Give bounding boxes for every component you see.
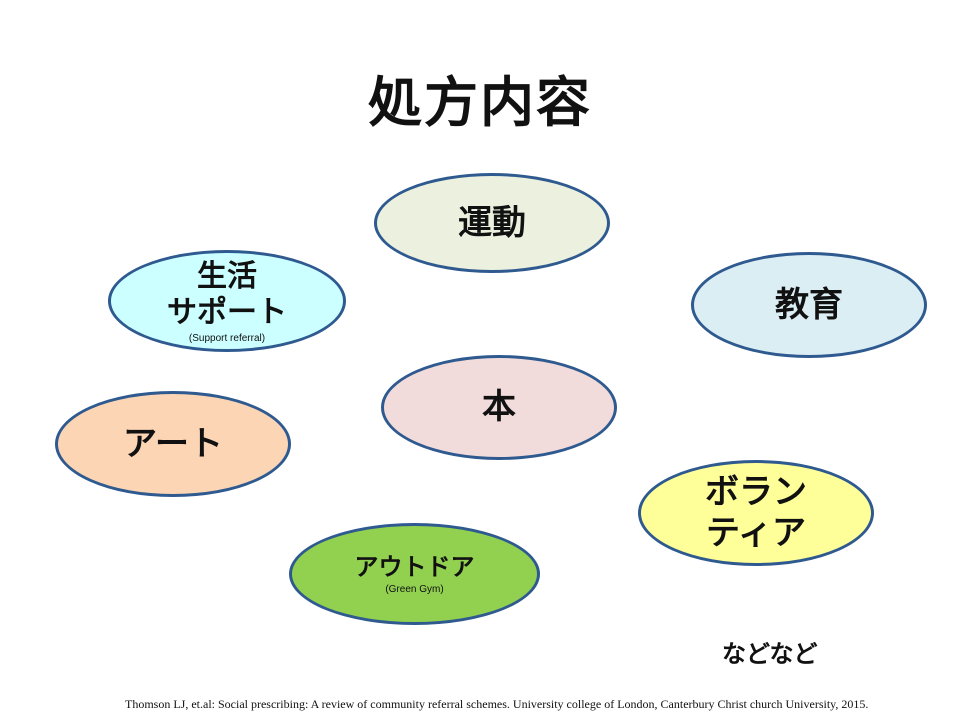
ellipse-volunteer: ボラン ティア xyxy=(638,460,874,566)
ellipse-seikatsu-sub: (Support referral) xyxy=(188,332,266,344)
slide-title: 処方内容 xyxy=(368,70,592,134)
ellipse-hon-label: 本 xyxy=(482,387,516,428)
ellipse-kyouiku-label: 教育 xyxy=(775,284,843,325)
ellipse-seikatsu-line1: 生活 xyxy=(197,258,257,294)
ellipse-undou: 運動 xyxy=(374,173,610,273)
ellipse-outdoor-label: アウトドア xyxy=(354,552,475,582)
ellipse-kyouiku: 教育 xyxy=(691,252,927,358)
citation-text: Thomson LJ, et.al: Social prescribing: A… xyxy=(125,697,869,711)
etc-text: などなど xyxy=(722,639,818,668)
ellipse-volunteer-line1: ボラン xyxy=(705,472,807,513)
ellipse-outdoor: アウトドア (Green Gym) xyxy=(289,523,540,625)
ellipse-seikatsu-line2: サポート xyxy=(167,294,287,330)
ellipse-seikatsu: 生活 サポート (Support referral) xyxy=(108,250,346,352)
ellipse-volunteer-line2: ティア xyxy=(706,513,806,553)
ellipse-outdoor-sub: (Green Gym) xyxy=(385,583,444,595)
ellipse-hon: 本 xyxy=(381,355,617,460)
ellipse-art: アート xyxy=(55,391,291,497)
ellipse-undou-label: 運動 xyxy=(458,202,526,243)
ellipse-art-label: アート xyxy=(123,423,223,464)
